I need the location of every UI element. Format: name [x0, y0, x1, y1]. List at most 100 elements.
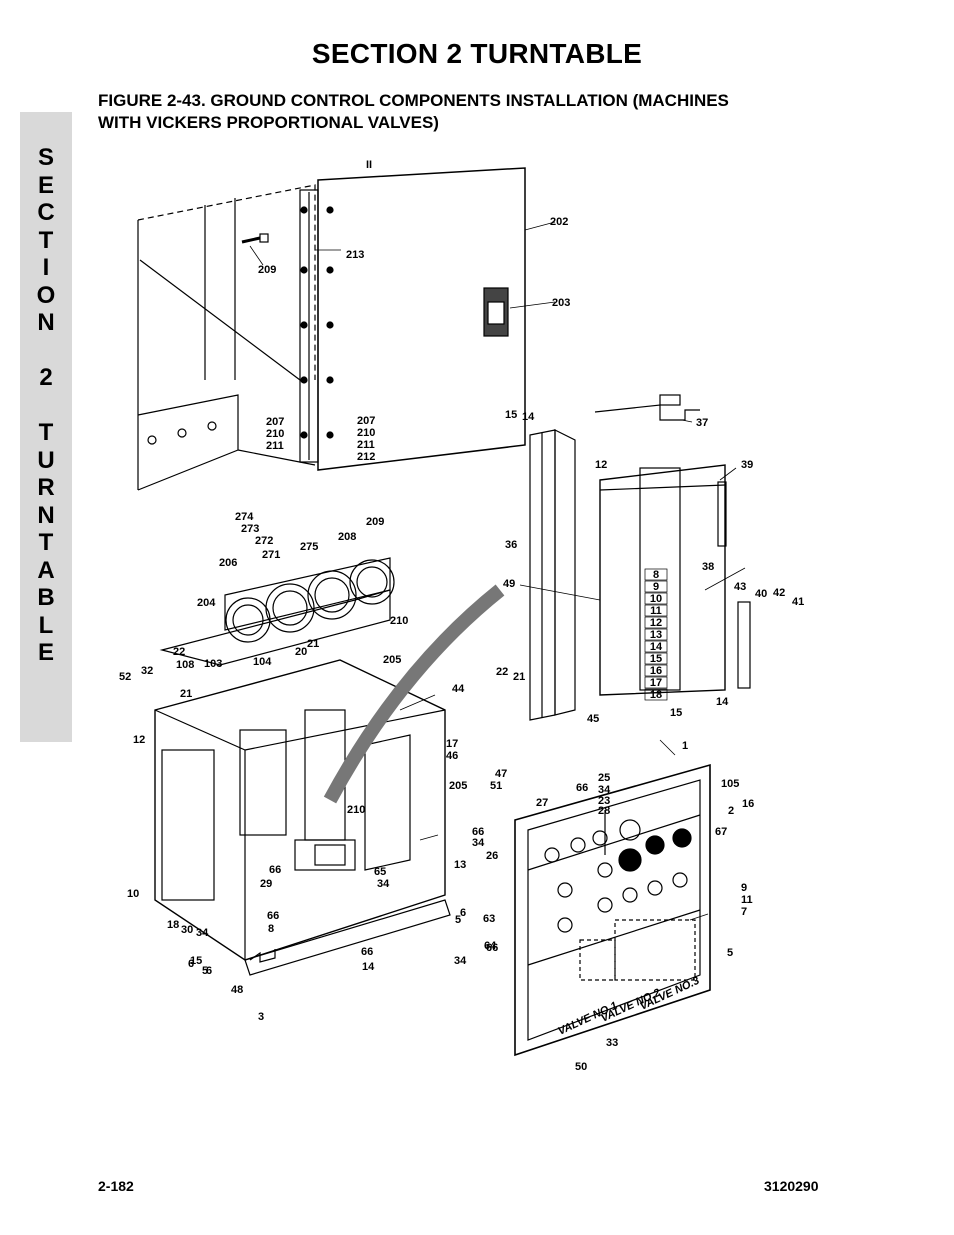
callout-label: 108 [176, 659, 194, 671]
callout-label: 34 [472, 837, 485, 849]
leader-lines [249, 221, 746, 921]
control-box [154, 659, 446, 961]
callout-label: 46 [446, 750, 458, 762]
front-control-panel [514, 763, 711, 1057]
callout-label: 5 [202, 965, 208, 977]
callout-label: 14 [716, 696, 729, 708]
side-tab-letter: L [38, 611, 54, 639]
callout-label: 12 [595, 459, 607, 471]
bolt-209-top [241, 233, 269, 244]
callout-label: 213 [346, 249, 364, 261]
callout-label: 66 [361, 946, 373, 958]
callout-label: 49 [503, 578, 515, 590]
callout-label: 211 [266, 440, 284, 452]
callout-label: 204 [197, 597, 216, 609]
callout-label: 28 [598, 805, 610, 817]
side-tab-letter: B [37, 584, 55, 611]
callout-label: 66 [267, 910, 279, 922]
callout-label: 207 [357, 415, 375, 427]
callout-label: 36 [505, 539, 517, 551]
callout-label: 51 [490, 780, 502, 792]
callout-label: 50 [575, 1061, 587, 1073]
terminal-box [644, 640, 668, 653]
callout-label: 39 [741, 459, 753, 471]
figure-caption: FIGURE 2-43. GROUND CONTROL COMPONENTS I… [98, 90, 818, 134]
side-tab-letter: I [42, 254, 50, 281]
callout-label: 202 [550, 216, 568, 228]
callout-label: 3 [258, 1011, 264, 1023]
callout-label: 209 [366, 516, 384, 528]
callout-label: 64 [484, 940, 497, 952]
callout-label: 65 [374, 866, 386, 878]
callout-label: 66 [269, 864, 281, 876]
callout-label: 21 [307, 638, 319, 650]
side-tab-letter: C [37, 199, 55, 226]
terminal-number: 15 [650, 653, 662, 665]
callout-label: 274 [235, 511, 254, 523]
callout-label: 41 [792, 596, 804, 608]
side-tab-letter: R [37, 474, 55, 501]
callout-label: 6 [460, 907, 466, 919]
callout-label: 5 [455, 914, 461, 926]
callout-label: 15 [505, 409, 517, 421]
callout-label: 211 [357, 439, 375, 451]
callout-label: 20 [295, 646, 307, 658]
terminal-box [644, 616, 668, 629]
callout-label: 8 [268, 923, 274, 935]
terminal-number: 13 [650, 629, 662, 641]
page-number: 2-182 [98, 1178, 134, 1194]
terminal-strip [599, 464, 726, 696]
figure-caption-line-2: WITH VICKERS PROPORTIONAL VALVES) [98, 113, 439, 132]
mounting-rail [244, 899, 451, 976]
section-title: SECTION 2 TURNTABLE [311, 38, 643, 69]
cabinet-door [299, 167, 526, 471]
terminal-number: 18 [650, 689, 662, 701]
callout-label: 30 [181, 924, 193, 936]
jumper-bar-39 [717, 481, 727, 547]
callout-label: 16 [742, 798, 754, 810]
terminal-number: 10 [650, 593, 662, 605]
callout-label: 66 [486, 942, 498, 954]
callout-label: 210 [357, 427, 375, 439]
callout-label: 9 [741, 882, 747, 894]
callout-label: 45 [587, 713, 599, 725]
side-tab-letter: S [37, 144, 54, 171]
side-tab-letter: N [37, 501, 55, 529]
callout-label: 6 [188, 958, 194, 970]
mounting-channel [529, 429, 576, 721]
callout-label: 103 [204, 658, 222, 670]
callout-label: 2 [728, 805, 734, 817]
terminal-number: 9 [653, 581, 659, 593]
callout-label: 42 [773, 587, 785, 599]
callout-label: 10 [127, 888, 139, 900]
callout-label: 32 [141, 665, 153, 677]
callout-label: 27 [536, 797, 548, 809]
callout-label: 210 [266, 428, 284, 440]
callout-label: 210 [347, 804, 365, 816]
side-tab-letter: N [37, 309, 55, 336]
callout-label: 37 [696, 417, 708, 429]
callout-label: 14 [522, 411, 535, 423]
callout-label: 205 [383, 654, 401, 666]
callout-label: 34 [454, 955, 467, 967]
callout-label: 25 [598, 772, 610, 784]
terminal-number: 11 [650, 605, 662, 617]
callout-label: 34 [377, 878, 390, 890]
callout-label: 5 [727, 947, 733, 959]
callout-label: 22 [173, 646, 185, 658]
side-tab-letter [20, 337, 72, 365]
callout-label: 38 [702, 561, 714, 573]
callout-label: 12 [133, 734, 145, 746]
side-tab-letter: T [38, 529, 54, 556]
callout-label: 275 [300, 541, 318, 553]
terminal-number: 12 [650, 617, 662, 629]
callout-label: 48 [231, 984, 243, 996]
side-tab-letter: E [37, 639, 54, 666]
callout-label: 206 [219, 557, 237, 569]
terminal-box [644, 592, 668, 605]
